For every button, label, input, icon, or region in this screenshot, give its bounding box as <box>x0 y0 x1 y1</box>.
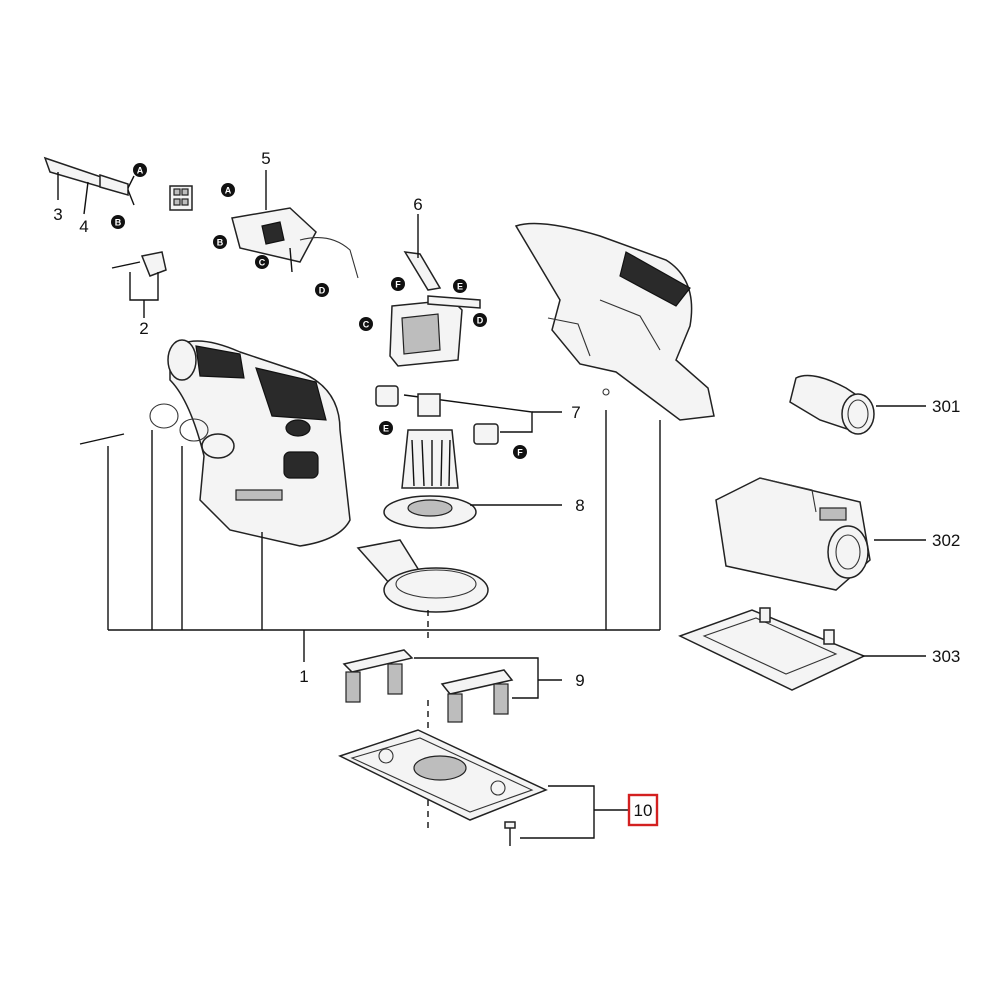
callout-10-highlight <box>627 793 659 827</box>
terminal-block <box>169 185 193 211</box>
marker-b-switch: B <box>213 235 227 249</box>
marker-d-coil: D <box>473 313 487 327</box>
svg-text:F: F <box>395 280 401 290</box>
punch-plate-part <box>678 607 866 691</box>
svg-text:E: E <box>383 424 389 434</box>
carbon-brushes-part <box>375 385 499 445</box>
leader-9 <box>414 657 539 699</box>
marker-c-coil: C <box>359 317 373 331</box>
switch-part <box>231 207 359 279</box>
callout-301: 301 <box>932 397 960 416</box>
callout-302: 302 <box>932 531 960 550</box>
housing-right-part <box>514 222 715 421</box>
leader-7 <box>403 394 533 433</box>
svg-text:A: A <box>225 186 232 196</box>
screw-left <box>79 433 125 445</box>
cable-part <box>43 156 135 206</box>
callout-8: 8 <box>575 496 584 515</box>
retaining-ring-1 <box>149 403 179 429</box>
fan-shroud-part <box>356 539 489 613</box>
callout-1: 1 <box>299 667 308 686</box>
leader-10 <box>520 785 595 839</box>
svg-text:A: A <box>137 166 144 176</box>
callout-7: 7 <box>571 403 580 422</box>
callout-3: 3 <box>53 205 62 224</box>
marker-a-switch: A <box>221 183 235 197</box>
leader-4 <box>83 181 89 215</box>
retaining-ring-2 <box>179 418 209 442</box>
pad-screw <box>504 821 516 846</box>
dust-adapter-part <box>789 374 875 435</box>
assembly-1-leaders <box>107 410 661 662</box>
svg-text:D: D <box>477 316 484 326</box>
marker-f-coil: F <box>391 277 405 291</box>
marker-c-switch: C <box>255 255 269 269</box>
marker-e-coil: E <box>453 279 467 293</box>
field-coil-part <box>389 251 481 367</box>
callout-5: 5 <box>261 149 270 168</box>
svg-text:B: B <box>217 238 224 248</box>
housing-left-part <box>167 339 351 547</box>
callout-2: 2 <box>139 319 148 338</box>
callout-9: 9 <box>575 671 584 690</box>
marker-b-top: B <box>111 215 125 229</box>
marker-d-switch: D <box>315 283 329 297</box>
svg-text:E: E <box>457 282 463 292</box>
sanding-pad-part <box>338 729 548 821</box>
svg-text:C: C <box>363 320 370 330</box>
callout-4: 4 <box>79 217 88 236</box>
svg-text:D: D <box>319 286 326 296</box>
marker-e-brush: E <box>379 421 393 435</box>
svg-text:C: C <box>259 258 266 268</box>
marker-a-top: A <box>133 163 147 177</box>
leader-2 <box>129 272 159 301</box>
dust-box-part <box>715 477 871 591</box>
callout-6: 6 <box>413 195 422 214</box>
small-screw-right <box>602 388 610 396</box>
callout-303: 303 <box>932 647 960 666</box>
armature-part <box>383 393 477 529</box>
svg-text:F: F <box>517 448 523 458</box>
marker-f-brush: F <box>513 445 527 459</box>
callout-10: 10 <box>634 801 653 820</box>
svg-text:B: B <box>115 218 122 228</box>
pad-mounts-part <box>342 649 514 723</box>
cable-clamp-part <box>111 251 167 277</box>
